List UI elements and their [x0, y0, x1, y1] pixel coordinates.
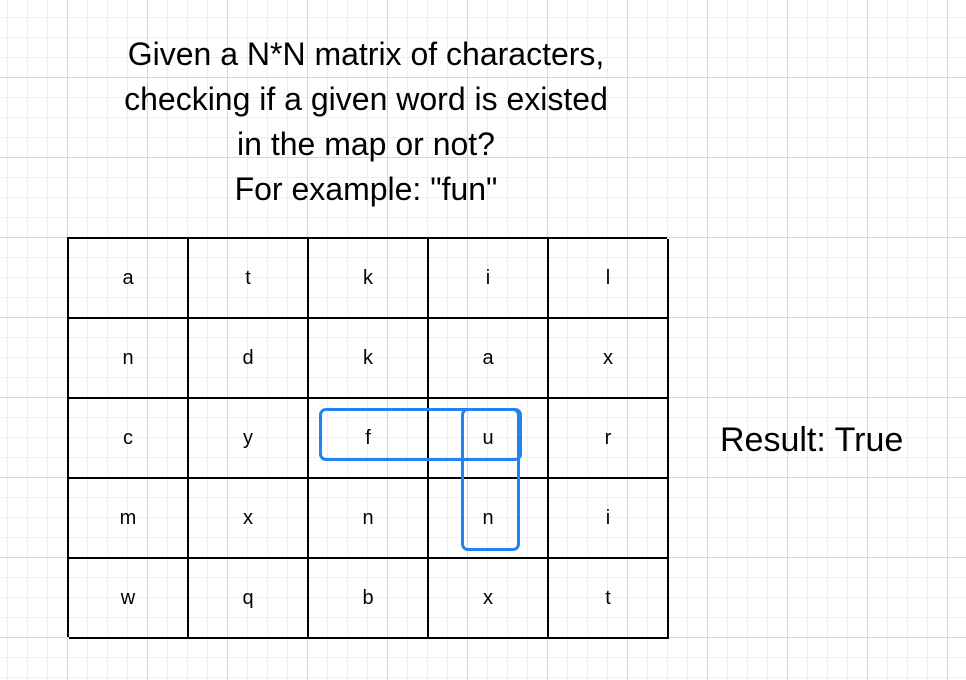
matrix-cell: w [69, 559, 189, 639]
title-line: Given a N*N matrix of characters, [127, 36, 605, 72]
character-matrix: a t k i l n d k a x c y f u r m x n n i … [67, 237, 669, 639]
matrix-cell: i [549, 479, 669, 559]
matrix-cell: i [429, 239, 549, 319]
matrix-cell: d [189, 319, 309, 399]
matrix-cell: a [69, 239, 189, 319]
matrix-cell: q [189, 559, 309, 639]
matrix-cell: u [429, 399, 549, 479]
matrix-cell: y [189, 399, 309, 479]
title-line: checking if a given word is existed [124, 81, 608, 117]
matrix-cell: t [549, 559, 669, 639]
matrix-cell: m [69, 479, 189, 559]
matrix-cell: b [309, 559, 429, 639]
problem-title: Given a N*N matrix of characters, checki… [60, 32, 672, 212]
matrix-cell: f [309, 399, 429, 479]
matrix-cell: c [69, 399, 189, 479]
title-line: in the map or not? [237, 126, 495, 162]
result-label: Result: True [720, 421, 904, 459]
matrix-cell: x [189, 479, 309, 559]
matrix-cell: n [429, 479, 549, 559]
matrix-cell: n [309, 479, 429, 559]
matrix-cell: r [549, 399, 669, 479]
matrix-cell: l [549, 239, 669, 319]
matrix-cell: t [189, 239, 309, 319]
matrix-cell: k [309, 239, 429, 319]
matrix-cell: a [429, 319, 549, 399]
matrix-cell: n [69, 319, 189, 399]
matrix-cell: x [549, 319, 669, 399]
matrix-cell: x [429, 559, 549, 639]
title-line: For example: "fun" [234, 171, 498, 207]
matrix-cell: k [309, 319, 429, 399]
